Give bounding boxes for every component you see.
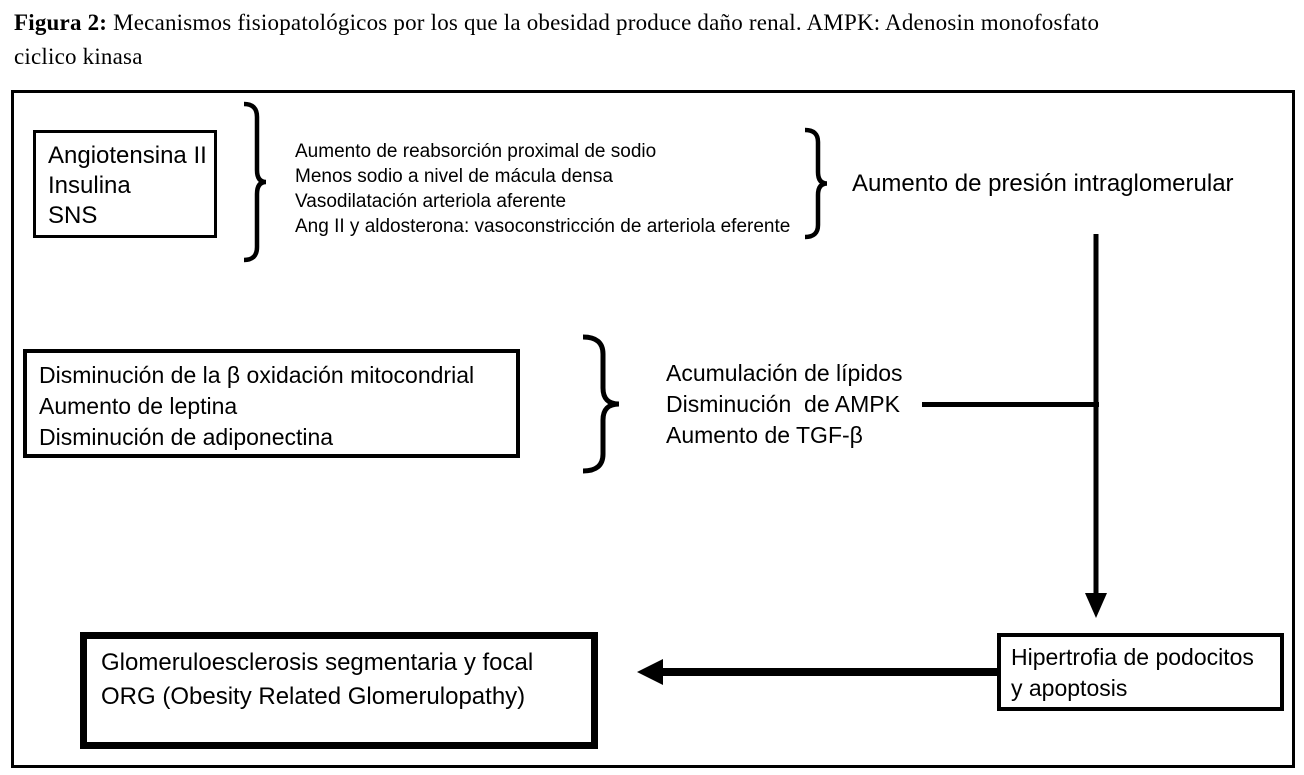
- left-arrow-icon: [634, 651, 998, 693]
- podocyte-box-line: Hipertrofia de podocitos: [1011, 644, 1254, 670]
- lipid-effect-item: Disminución de AMPK: [666, 391, 900, 417]
- metabolic-box: Disminución de la β oxidación mitocondri…: [23, 349, 520, 458]
- figure-number-label: Figura 2:: [14, 10, 108, 35]
- figure-caption: Figura 2: Mecanismos fisiopatológicos po…: [14, 6, 1298, 74]
- metabolic-box-line: Disminución de adiponectina: [39, 424, 334, 450]
- connector-line: [922, 402, 1099, 407]
- podocyte-box: Hipertrofia de podocitos y apoptosis: [997, 633, 1284, 711]
- right-brace-icon: [803, 127, 829, 240]
- sodium-mechanism-item: Ang II y aldosterona: vasoconstricción d…: [295, 216, 791, 237]
- lipid-effect-item: Aumento de TGF-β: [666, 422, 863, 448]
- triggers-box-line: Insulina: [48, 172, 131, 199]
- triggers-box: Angiotensina II Insulina SNS: [33, 130, 217, 238]
- triggers-box-line: Angiotensina II: [48, 142, 207, 169]
- figure-caption-text: Mecanismos fisiopatológicos por los que …: [107, 10, 1100, 35]
- outcome-box: Glomeruloesclerosis segmentaria y focal …: [80, 632, 598, 749]
- figure-caption-line1: Figura 2: Mecanismos fisiopatológicos po…: [14, 6, 1298, 40]
- triggers-box-line: SNS: [48, 202, 98, 229]
- lipid-effects-list: Acumulación de lípidos Disminución de AM…: [666, 358, 903, 451]
- outcome-box-line: Glomeruloesclerosis segmentaria y focal: [101, 649, 534, 676]
- sodium-mechanism-item: Vasodilatación arteriola aferente: [295, 191, 567, 212]
- down-arrow-icon: [1074, 234, 1118, 620]
- lipid-effect-item: Acumulación de lípidos: [666, 360, 903, 386]
- pressure-label: Aumento de presión intraglomerular: [852, 170, 1234, 197]
- metabolic-box-line: Aumento de leptina: [39, 393, 238, 419]
- figure-caption-line2: ciclico kinasa: [14, 44, 143, 69]
- podocyte-box-line: y apoptosis: [1011, 675, 1128, 701]
- sodium-mechanism-item: Aumento de reabsorción proximal de sodio: [295, 141, 657, 162]
- sodium-mechanisms-list: Aumento de reabsorción proximal de sodio…: [295, 139, 790, 239]
- right-brace-icon: [580, 334, 622, 474]
- right-brace-icon: [242, 101, 268, 263]
- sodium-mechanism-item: Menos sodio a nivel de mácula densa: [295, 166, 613, 187]
- metabolic-box-line: Disminución de la β oxidación mitocondri…: [39, 362, 475, 388]
- outcome-box-line: ORG (Obesity Related Glomerulopathy): [101, 683, 526, 710]
